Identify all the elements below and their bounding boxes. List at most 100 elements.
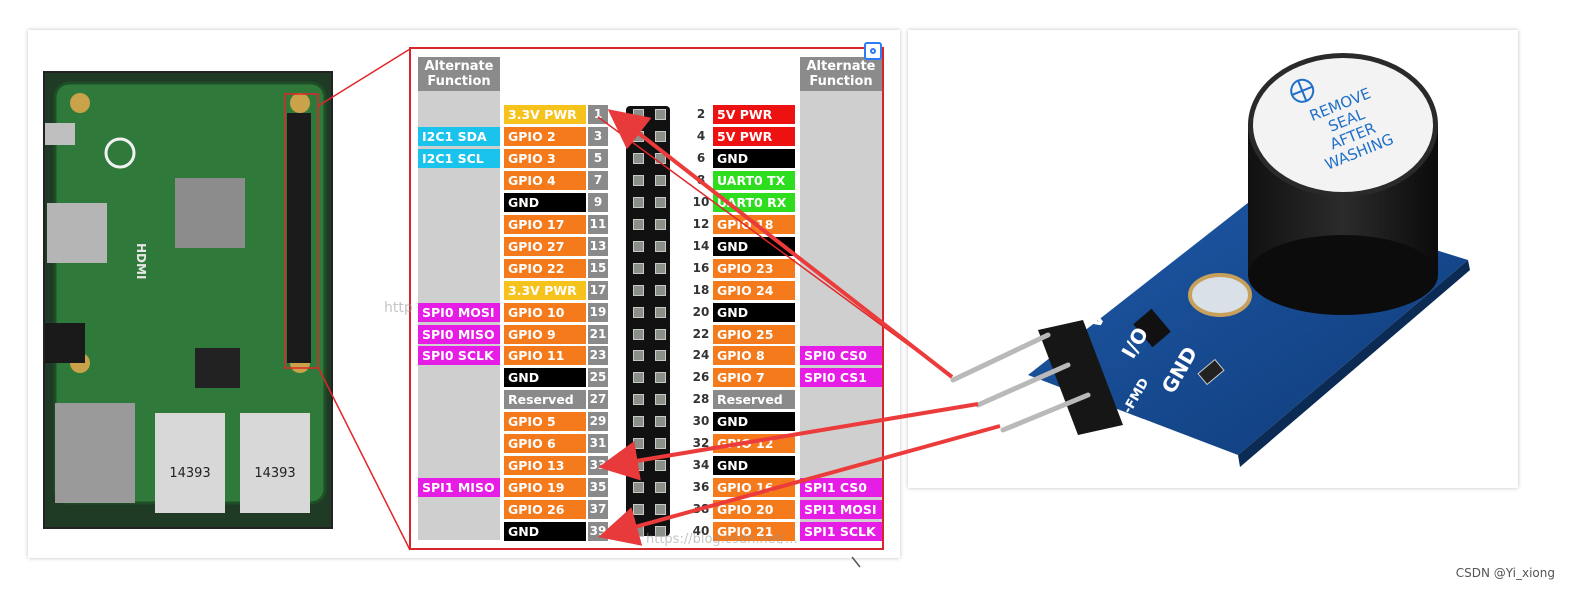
pin-number: 25: [588, 368, 608, 387]
pin-number: 10: [691, 193, 711, 212]
buzzer-module-illustration: REMOVE SEAL AFTER WASHING VCC I/O GND MH…: [950, 53, 1470, 467]
pin-number: 2: [691, 105, 711, 124]
pin-name-label: GND: [713, 149, 795, 168]
pin-name-label: GPIO 13: [504, 456, 586, 475]
pin-name-label: GPIO 26: [504, 500, 586, 519]
header-pin: [633, 241, 644, 252]
usb-label-2: 14393: [254, 466, 295, 481]
pin-name-label: GND: [504, 368, 586, 387]
pin-header-housing: [1038, 320, 1123, 435]
pin-number: 1: [588, 105, 608, 124]
pin-name-label: GND: [713, 303, 795, 322]
pin-name-label: GND: [504, 522, 586, 541]
pin-name-label: Reserved: [504, 390, 586, 409]
pin-number: 11: [588, 215, 608, 234]
header-pin: [655, 219, 666, 230]
pin-number: 18: [691, 281, 711, 300]
pin-number: 9: [588, 193, 608, 212]
alt-function-label: SPI1 SCLK: [800, 522, 882, 541]
pin-number: 4: [691, 127, 711, 146]
alt-function-label: SPI1 MOSI: [800, 500, 882, 519]
arrow-vcc-to-pin1: [607, 109, 954, 379]
header-pin: [655, 307, 666, 318]
buzzer-photo-card: REMOVE SEAL AFTER WASHING VCC I/O GND MH…: [908, 30, 1518, 488]
header-pin: [633, 416, 644, 427]
pin-name-label: GPIO 19: [504, 478, 586, 497]
header-pin: [633, 307, 644, 318]
pin-number: 3: [588, 127, 608, 146]
pin-number: 15: [588, 259, 608, 278]
pin-number: 16: [691, 259, 711, 278]
pin-number: 17: [588, 281, 608, 300]
pin-number: 21: [588, 325, 608, 344]
header-pin: [633, 219, 644, 230]
alt-function-label: SPI1 MISO: [418, 478, 500, 497]
header-pin: [633, 153, 644, 164]
pin-number: 26: [691, 368, 711, 387]
pin-number: 6: [691, 149, 711, 168]
header-pin: [655, 482, 666, 493]
pin-number: 14: [691, 237, 711, 256]
header-pin: [655, 197, 666, 208]
pin-name-label: GPIO 10: [504, 303, 586, 322]
scan-icon[interactable]: [864, 42, 882, 60]
resistor: [1197, 358, 1225, 386]
pin-name-label: GPIO 5: [504, 412, 586, 431]
header-pin: [655, 394, 666, 405]
alt-function-label: SPI0 CS1: [800, 368, 882, 387]
header-pin: [655, 285, 666, 296]
footer-credit: CSDN @Yi_xiong: [1455, 566, 1555, 580]
wiring-arrows: [598, 109, 1001, 546]
pin-name-label: GPIO 9: [504, 325, 586, 344]
pin-number: 23: [588, 346, 608, 365]
header-pin: [655, 329, 666, 340]
pin-name-label: GPIO 2: [504, 127, 586, 146]
header-pin: [633, 175, 644, 186]
pin-name-label: 5V PWR: [713, 127, 795, 146]
pin-name-label: Reserved: [713, 390, 795, 409]
pin-number: 22: [691, 325, 711, 344]
alt-function-label: SPI0 SCLK: [418, 346, 500, 365]
header-pin: [655, 526, 666, 537]
header-pin: [633, 372, 644, 383]
header-pin: [633, 197, 644, 208]
header-pin: [655, 175, 666, 186]
pin-name-label: GPIO 6: [504, 434, 586, 453]
pin-name-label: GPIO 11: [504, 346, 586, 365]
alt-function-label: SPI0 MOSI: [418, 303, 500, 322]
alt-function-label: SPI0 CS0: [800, 346, 882, 365]
pin-number: 27: [588, 390, 608, 409]
header-pin: [633, 482, 644, 493]
pin-number: 30: [691, 412, 711, 431]
pin-name-label: UART0 TX: [713, 171, 795, 190]
pin-name-label: GPIO 23: [713, 259, 795, 278]
mounting-hole: [1188, 273, 1252, 317]
header-pin: [655, 416, 666, 427]
header-pin: [655, 263, 666, 274]
zoom-guide-lines: [284, 48, 953, 551]
pin-number: 28: [691, 390, 711, 409]
alt-function-label: SPI0 MISO: [418, 325, 500, 344]
pin-number: 29: [588, 412, 608, 431]
header-pins: [950, 332, 1091, 433]
alt-function-label: I2C1 SCL: [418, 149, 500, 168]
pin-name-label: GPIO 17: [504, 215, 586, 234]
header-pin: [633, 394, 644, 405]
pin-name-label: GPIO 24: [713, 281, 795, 300]
header-pin: [655, 372, 666, 383]
header-pin: [633, 285, 644, 296]
header-pin: [655, 350, 666, 361]
pin-name-label: GPIO 25: [713, 325, 795, 344]
header-pin: [655, 438, 666, 449]
pin-number: 36: [691, 478, 711, 497]
pin-name-label: GPIO 4: [504, 171, 586, 190]
pin-name-label: 3.3V PWR: [504, 105, 586, 124]
pin-name-label: GND: [504, 193, 586, 212]
header-pin: [655, 109, 666, 120]
pin-number: 5: [588, 149, 608, 168]
pin-name-label: GPIO 22: [504, 259, 586, 278]
pin-number: 34: [691, 456, 711, 475]
